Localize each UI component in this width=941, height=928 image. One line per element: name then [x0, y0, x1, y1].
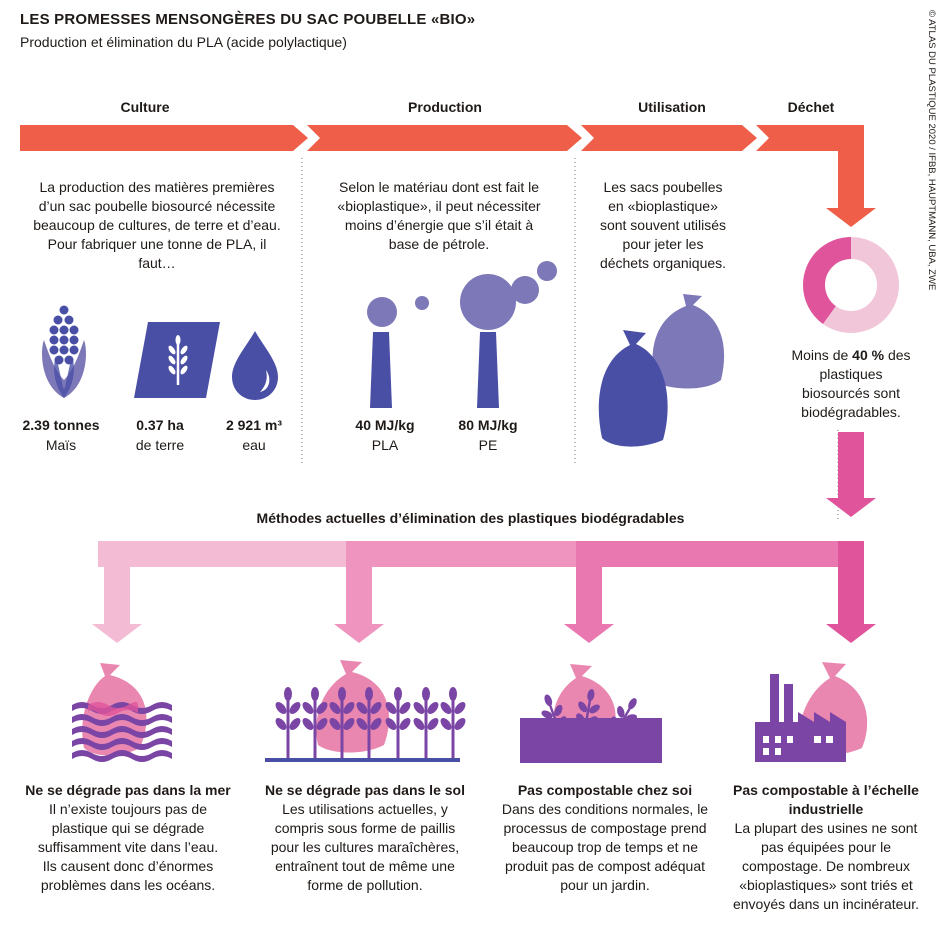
pe-energy-value: 80 MJ/kg [458, 417, 518, 433]
dechet-text-prefix: Moins de [791, 347, 853, 363]
biodegradable-donut-chart [803, 237, 899, 333]
stage-label-culture: Culture [120, 99, 170, 115]
stage-arrow-dechet [756, 125, 876, 227]
land-label: de terre [135, 437, 185, 453]
water-label: eau [242, 437, 266, 453]
home-compost-illustration [520, 664, 662, 763]
stage-label-utilisation: Utilisation [638, 99, 706, 115]
page-title: LES PROMESSES MENSONGÈRES DU SAC POUBELL… [20, 11, 476, 28]
leaf-sprig-icon [576, 689, 600, 734]
method-home-compost-text: Dans des conditions normales, le process… [501, 801, 709, 893]
source-credit: © ATLAS DU PLASTIQUE 2020 / IFBB, HAUPTM… [925, 10, 937, 290]
method-home-compost: Pas compostable chez soi Dans des condit… [490, 781, 720, 895]
source-credit-text: © ATLAS DU PLASTIQUE 2020 / IFBB, HAUPTM… [926, 10, 937, 291]
water-value: 2 921 m³ [225, 417, 283, 433]
method-soil-text: Les utilisations actuelles, y compris so… [270, 801, 460, 893]
methods-title: Méthodes actuelles d’élimination des pla… [256, 510, 685, 526]
plant-icon [302, 687, 328, 758]
method-industrial: Pas compostable à l’échelle industrielle… [726, 781, 926, 914]
dechet-down-arrow [826, 432, 876, 517]
utilisation-description: Les sacs poubelles en «bioplastique» son… [599, 179, 727, 271]
leaf-sprig-icon [541, 694, 567, 738]
stage-arrow-utilisation [581, 125, 757, 151]
method-sea-title: Ne se dégrade pas dans la mer [25, 782, 231, 798]
method-arrow-2 [334, 567, 384, 643]
stage-arrows [20, 125, 876, 227]
method-soil: Ne se dégrade pas dans le sol Les utilis… [252, 781, 478, 895]
page-subtitle: Production et élimination du PLA (acide … [20, 34, 347, 50]
dechet-text-suffix: des plastiques biosourcés sont biodégrad… [801, 347, 911, 420]
method-arrow-1 [92, 567, 142, 643]
factory-illustration [755, 662, 868, 762]
pe-chimney-icon [460, 261, 557, 408]
plant-icon [440, 687, 466, 758]
plant-icon [385, 687, 411, 758]
dechet-percent: 40 % [852, 347, 885, 363]
garbage-bags-icon [598, 294, 725, 447]
method-industrial-text: La plupart des usines ne sont pas équipé… [732, 820, 919, 912]
stage-label-production: Production [408, 99, 482, 115]
compost-leaves [541, 689, 638, 739]
plant-icon [413, 687, 439, 758]
stage-arrow-production [307, 125, 582, 151]
water-drop-icon [232, 331, 278, 400]
method-arrow-4 [826, 567, 876, 643]
corn-value: 2.39 tonnes [22, 417, 100, 433]
pla-energy-label: PLA [371, 437, 399, 453]
method-soil-title: Ne se dégrade pas dans le sol [265, 782, 465, 798]
plant-row [275, 687, 466, 758]
plant-icon [356, 687, 382, 758]
corn-icon [42, 305, 86, 398]
pla-energy-value: 40 MJ/kg [355, 417, 415, 433]
stage-arrow-culture [20, 125, 308, 151]
dechet-description: Moins de 40 % des plastiques biosourcés … [786, 346, 916, 422]
stage-label-dechet: Déchet [787, 99, 835, 115]
plant-icon [275, 687, 301, 758]
pe-energy-label: PE [478, 437, 498, 453]
method-arrow-3 [564, 567, 614, 643]
pla-chimney-icon [367, 296, 429, 408]
land-value: 0.37 ha [136, 417, 184, 433]
land-stat: 0.37 ha de terre [118, 415, 202, 455]
sea-illustration [72, 663, 172, 762]
production-description: Selon le matériau dont est fait le «biop… [337, 179, 541, 252]
land-icon [134, 322, 220, 398]
method-sea: Ne se dégrade pas dans la mer Il n’exist… [18, 781, 238, 895]
method-industrial-title: Pas compostable à l’échelle industrielle [733, 782, 919, 817]
soil-illustration [265, 660, 466, 762]
water-stat: 2 921 m³ eau [212, 415, 296, 455]
plant-icon [329, 687, 355, 758]
corn-label: Maïs [45, 437, 77, 453]
donut-biodegradable-segment [803, 237, 899, 333]
methods-band [92, 541, 876, 643]
method-home-compost-title: Pas compostable chez soi [517, 782, 693, 798]
culture-description: La production des matières premières d’u… [33, 179, 281, 271]
leaf-sprig-icon [611, 698, 638, 739]
method-sea-text: Il n’existe toujours pas de plastique qu… [37, 801, 219, 893]
